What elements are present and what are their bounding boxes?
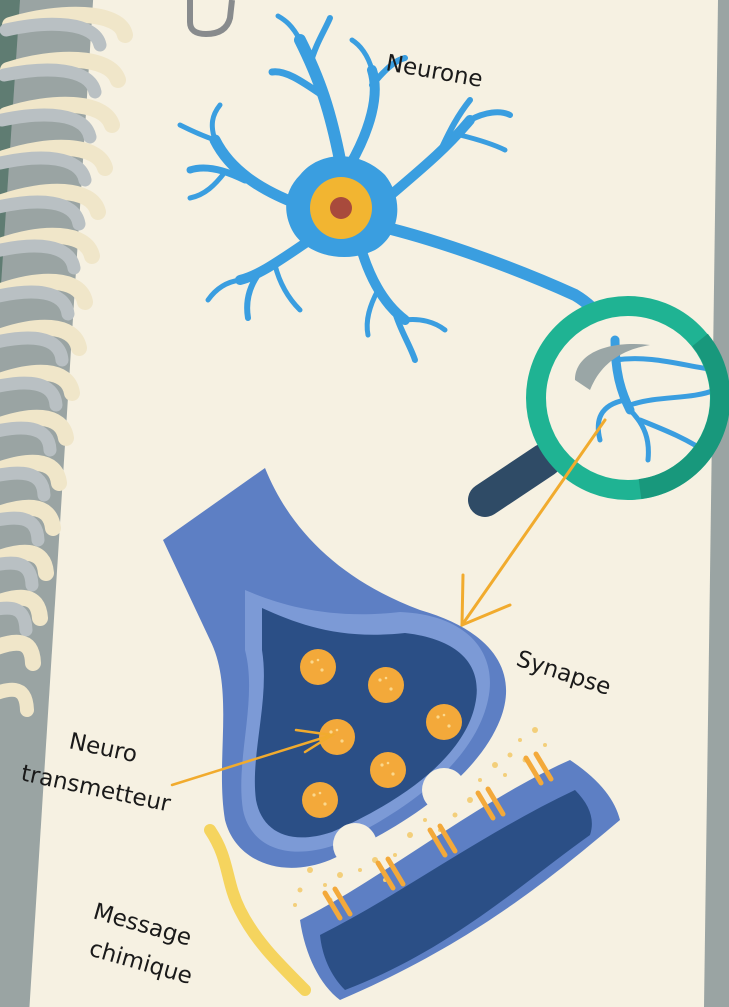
notebook-page [28, 0, 729, 1007]
nucleolus [330, 197, 352, 219]
